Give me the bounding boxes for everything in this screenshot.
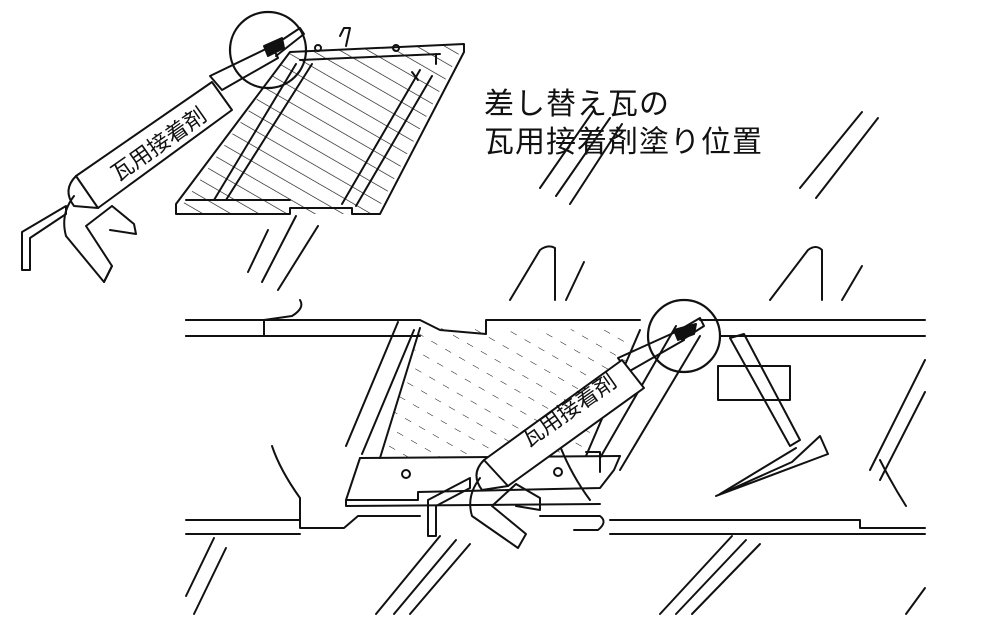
callout-circle-bottom bbox=[646, 298, 722, 374]
callout-circle-top bbox=[228, 10, 308, 90]
replacement-tile bbox=[175, 27, 465, 215]
adhesive-bead-top bbox=[263, 37, 285, 57]
adhesive-bead-bottom bbox=[673, 323, 697, 341]
hammer bbox=[715, 333, 829, 497]
caption-line-1: 差し替え瓦の bbox=[484, 87, 670, 122]
caption-line-2: 瓦用接着剤塗り位置 bbox=[484, 125, 763, 160]
caulk-gun-top bbox=[21, 27, 305, 283]
roof-tiles-background bbox=[185, 109, 926, 615]
caulk-gun-bottom bbox=[427, 317, 705, 549]
caption: 差し替え瓦の 瓦用接着剤塗り位置 bbox=[484, 86, 763, 162]
